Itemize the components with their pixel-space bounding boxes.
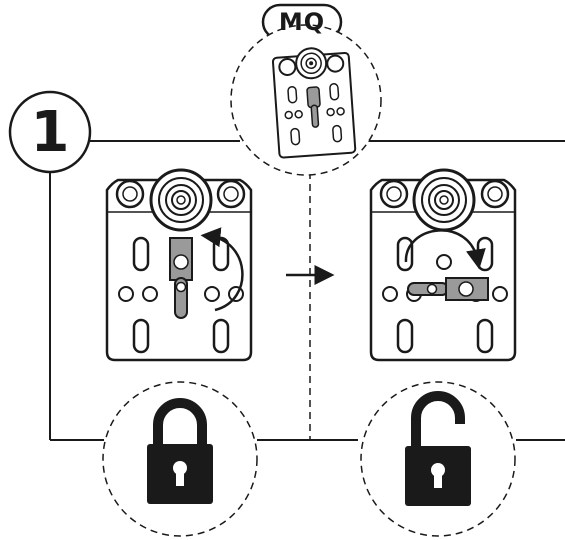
lock-state-callout-unlocked (360, 381, 516, 537)
corner-roller (480, 179, 510, 209)
padlock-open-icon (405, 391, 471, 506)
locking-lever (407, 277, 489, 301)
corner-roller (216, 179, 246, 209)
step-frame (49, 140, 565, 441)
variant-label: MQ (278, 8, 326, 36)
step-number: 1 (30, 99, 70, 165)
lock-state-callout-locked (102, 381, 258, 537)
corner-roller (379, 179, 409, 209)
padlock-closed-icon (147, 398, 213, 504)
mounting-plate-unlocked (369, 168, 517, 362)
mini-plate-illustration (271, 47, 357, 159)
locking-lever (169, 237, 193, 319)
mounting-plate-locked (105, 168, 253, 362)
rotate-arrow-icon (404, 229, 486, 270)
rotate-arrow-icon (200, 227, 244, 312)
step-number-badge (8, 90, 92, 174)
variant-detail-callout (230, 24, 382, 176)
corner-roller (115, 179, 145, 209)
